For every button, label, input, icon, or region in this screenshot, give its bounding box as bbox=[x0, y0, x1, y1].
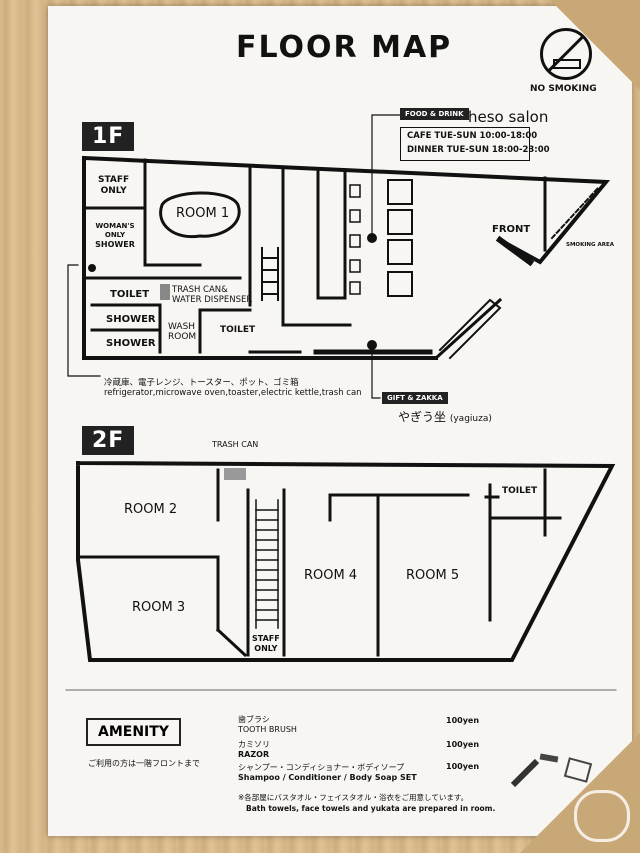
room-5-label: ROOM 5 bbox=[406, 568, 460, 583]
toilet-left: TOILET bbox=[110, 289, 150, 300]
trash-line-2: WATER DISPENSER bbox=[172, 295, 253, 305]
room-2-label: ROOM 2 bbox=[124, 502, 178, 517]
floor-1-badge: 1F bbox=[82, 122, 135, 151]
floor-map-sheet bbox=[48, 6, 632, 836]
amenity-item-price: 100yen bbox=[446, 762, 480, 771]
womans-line-2: ONLY bbox=[104, 231, 126, 239]
room-3-label: ROOM 3 bbox=[132, 600, 186, 615]
salon-hours-box: CAFE TUE-SUN 10:00-18:00 DINNER TUE-SUN … bbox=[400, 127, 550, 161]
room-womans-shower: WOMAN'S ONLY SHOWER bbox=[86, 222, 144, 250]
trash-line-1: TRASH CAN& bbox=[172, 285, 228, 295]
amenity-item-jp: 歯ブラシ bbox=[238, 715, 270, 724]
cafe-hours: CAFE TUE-SUN 10:00-18:00 bbox=[407, 131, 538, 141]
front-label: FRONT bbox=[492, 224, 531, 235]
dinner-hours: DINNER TUE-SUN 18:00-23:00 bbox=[407, 145, 550, 155]
amenity-item-price: 100yen bbox=[446, 716, 480, 725]
appliances-en: refrigerator,microwave oven,toaster,elec… bbox=[104, 388, 362, 398]
staff-line-1: STAFF bbox=[98, 175, 130, 185]
womans-line-1: WOMAN'S bbox=[95, 222, 135, 230]
smoking-area-label: SMOKING AREA bbox=[566, 242, 614, 248]
amenity-item-en: Shampoo / Conditioner / Body Soap SET bbox=[238, 773, 417, 782]
amenity-item-jp: シャンプー・コンディショナー・ボディソープ bbox=[238, 763, 405, 772]
staff-line-2: ONLY bbox=[100, 186, 127, 196]
no-smoking-label: NO SMOKING bbox=[530, 84, 597, 94]
toilet-2f: TOILET bbox=[502, 486, 538, 496]
trash-water-label: TRASH CAN& WATER DISPENSER bbox=[172, 285, 252, 305]
wash-line-1: WASH bbox=[168, 322, 196, 332]
staff2-line-1: STAFF bbox=[252, 634, 280, 643]
page-title: FLOOR MAP bbox=[236, 30, 453, 65]
womans-line-3: SHOWER bbox=[95, 240, 135, 249]
room-4-label: ROOM 4 bbox=[304, 568, 358, 583]
amenity-item-en: RAZOR bbox=[238, 750, 270, 759]
amenity-footnote-en: Bath towels, face towels and yukata are … bbox=[246, 804, 496, 813]
amenity-title: AMENITY bbox=[86, 718, 181, 746]
food-drink-tag: FOOD & DRINK bbox=[400, 108, 469, 120]
staff-only-2f: STAFF ONLY bbox=[252, 634, 280, 654]
amenity-item-en: TOOTH BRUSH bbox=[238, 725, 297, 734]
no-smoking-icon bbox=[540, 28, 592, 80]
shower-2: SHOWER bbox=[106, 338, 156, 349]
appliances-jp: 冷蔵庫、電子レンジ、トースター、ポット、ゴミ箱 bbox=[104, 378, 299, 388]
amenity-footnote-jp: ※各部屋にバスタオル・フェイスタオル・浴衣をご用意しています。 bbox=[238, 793, 469, 802]
room-1-label: ROOM 1 bbox=[176, 206, 230, 221]
wash-room: WASH ROOM bbox=[168, 322, 196, 342]
trash-can-2f: TRASH CAN bbox=[212, 440, 259, 449]
amenity-item-price: 100yen bbox=[446, 740, 480, 749]
gift-name-romaji: (yagiuza) bbox=[449, 414, 492, 424]
amenity-item-jp: カミソリ bbox=[238, 740, 270, 749]
floor-2-badge: 2F bbox=[82, 426, 135, 455]
logo-watermark-icon bbox=[574, 790, 630, 842]
staff2-line-2: ONLY bbox=[254, 644, 278, 653]
amenity-note: ご利用の方は一階フロントまで bbox=[88, 759, 200, 768]
gift-zakka-tag: GIFT & ZAKKA bbox=[382, 392, 448, 404]
room-staff-only-1f: STAFF ONLY bbox=[98, 175, 129, 197]
gift-name-jp: やぎう坐 bbox=[398, 410, 447, 424]
toilet-mid: TOILET bbox=[220, 325, 256, 335]
gift-shop-name: やぎう坐 (yagiuza) bbox=[398, 408, 492, 425]
salon-name: heso salon bbox=[468, 108, 549, 126]
wash-line-2: ROOM bbox=[168, 332, 197, 342]
shower-1: SHOWER bbox=[106, 314, 156, 325]
